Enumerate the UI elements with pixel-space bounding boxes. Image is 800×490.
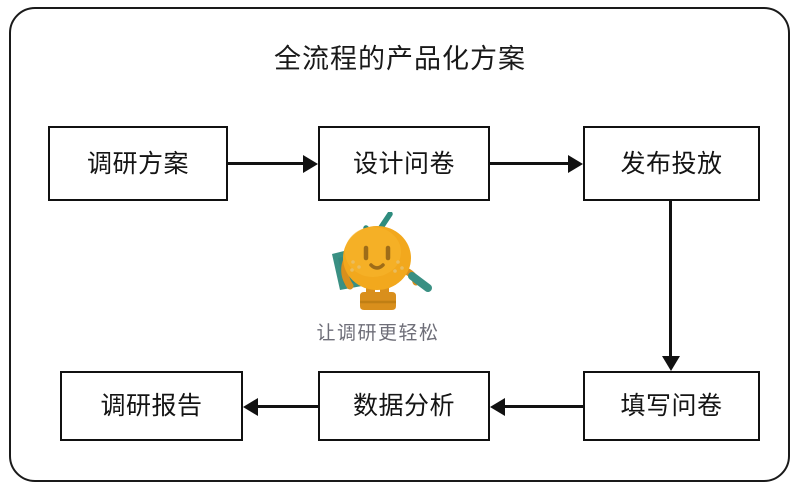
mascot-slogan: 让调研更轻松	[316, 323, 440, 344]
arrow-fill-survey-to-data-analysis	[490, 398, 583, 416]
arrow-design-survey-to-publish-deploy	[490, 155, 583, 173]
arrow-data-analysis-to-research-report	[243, 398, 318, 416]
node-fill-survey-label: 填写问卷	[620, 392, 723, 420]
node-research-plan[interactable]: 调研方案	[48, 126, 228, 201]
arrow-research-plan-to-design-survey	[228, 155, 318, 173]
node-fill-survey[interactable]: 填写问卷	[583, 371, 760, 441]
node-design-survey-label: 设计问卷	[352, 149, 455, 178]
node-data-analysis-label: 数据分析	[352, 392, 455, 420]
node-design-survey[interactable]: 设计问卷	[318, 126, 490, 201]
page-title: 全流程的产品化方案	[274, 44, 526, 74]
node-research-report-label: 调研报告	[100, 392, 203, 420]
node-publish-deploy-label: 发布投放	[620, 149, 723, 178]
node-data-analysis[interactable]: 数据分析	[318, 371, 490, 441]
outer-frame-border	[9, 7, 790, 482]
node-publish-deploy[interactable]: 发布投放	[583, 126, 760, 201]
node-research-report[interactable]: 调研报告	[60, 371, 243, 441]
arrow-publish-deploy-to-fill-survey	[662, 201, 680, 371]
orange-character-mascot-icon	[318, 211, 438, 314]
node-research-plan-label: 调研方案	[86, 149, 189, 178]
